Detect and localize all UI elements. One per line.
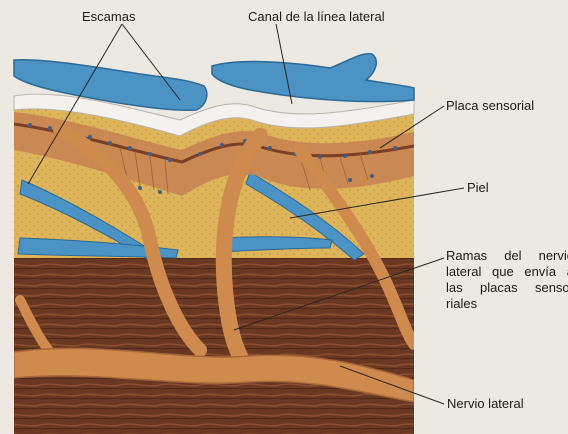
label-ramas-line-1: Ramas del nervio	[446, 248, 568, 264]
label-ramas-line-2: lateral que envía a	[446, 264, 568, 280]
muscle-layer	[10, 258, 420, 434]
label-ramas-line-4: riales	[446, 296, 568, 312]
tissue-block	[10, 90, 420, 434]
label-escamas: Escamas	[82, 9, 135, 25]
label-piel: Piel	[467, 180, 489, 196]
label-nervio-lateral: Nervio lateral	[447, 396, 524, 412]
scale-top-right	[212, 54, 414, 102]
label-ramas-line-3: las placas senso-	[446, 280, 568, 296]
label-placa-sensorial: Placa sensorial	[446, 98, 534, 114]
label-canal-linea-lateral: Canal de la línea lateral	[248, 9, 385, 25]
label-ramas-nervio: Ramas del nervio lateral que envía a las…	[446, 248, 568, 312]
